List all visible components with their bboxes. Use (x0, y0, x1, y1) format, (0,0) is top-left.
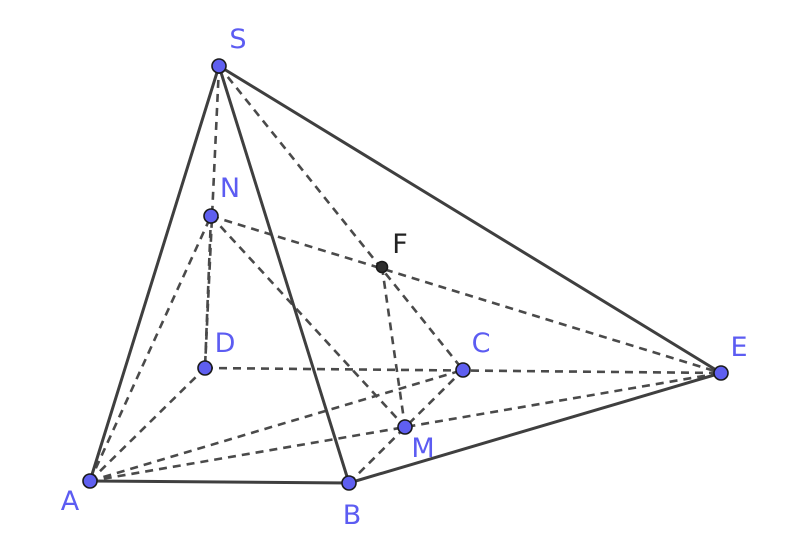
edge-ab (88, 479, 351, 485)
label-n: N (220, 173, 240, 204)
point-c (455, 362, 471, 378)
point-s (211, 58, 227, 74)
point-d (197, 360, 213, 376)
point-b (341, 475, 357, 491)
solid-edges (88, 64, 723, 485)
label-b: B (343, 500, 362, 531)
label-c: C (472, 328, 491, 359)
dashed-segment-fm (380, 266, 407, 428)
point-f (375, 260, 389, 274)
label-s: S (229, 24, 246, 55)
label-d: D (215, 328, 236, 359)
dashed-segment-an (88, 215, 213, 482)
dashed-segment-ne (210, 214, 722, 375)
dashed-segment-ae (89, 371, 722, 483)
point-m (397, 419, 413, 435)
vertex-labels: S N F D C E M A B (61, 24, 748, 531)
edge-sa (88, 64, 221, 483)
point-e (713, 365, 729, 381)
point-a (82, 473, 98, 489)
edge-se (217, 64, 723, 375)
dashed-segment-nm (210, 215, 406, 428)
dashed-segment-sc (217, 65, 465, 371)
point-n (203, 208, 219, 224)
dashed-segment-bc (348, 369, 464, 484)
label-m: M (411, 433, 434, 464)
label-f: F (392, 229, 408, 260)
dashed-segment-ac (89, 368, 464, 483)
vertices (82, 58, 729, 491)
label-e: E (730, 332, 747, 363)
edge-sb (217, 64, 351, 485)
edge-be (347, 371, 723, 485)
label-a: A (61, 486, 80, 517)
dashed-segment-nd (203, 215, 213, 369)
